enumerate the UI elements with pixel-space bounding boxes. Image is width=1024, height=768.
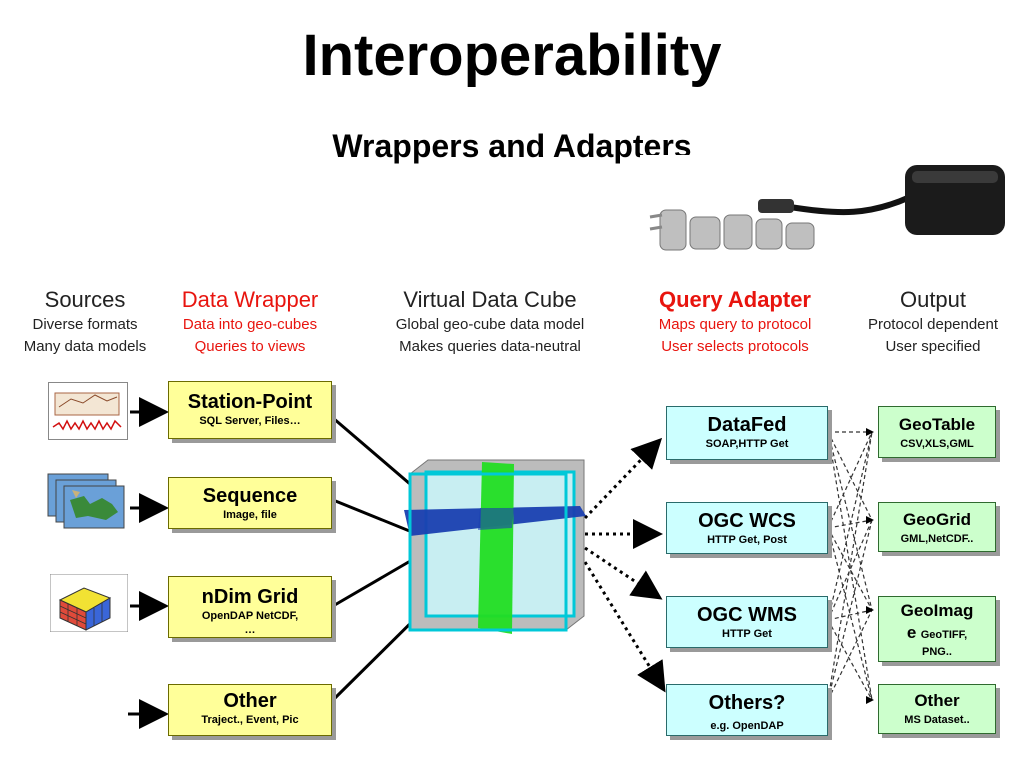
- wrapper-title: Sequence: [202, 485, 298, 507]
- adapter-title: OGC WCS: [698, 510, 796, 532]
- sources-line2: Many data models: [23, 338, 147, 355]
- slide-title: Interoperability: [302, 23, 722, 88]
- adapter-title: OGC WMS: [697, 604, 797, 626]
- adapter-ogc-wms: OGC WMS HTTP Get: [666, 596, 828, 648]
- cube-line2: Makes queries data-neutral: [399, 338, 581, 355]
- output-geoimage: GeoImag e GeoTIFF, PNG..: [878, 596, 996, 662]
- adapter-line2: User selects protocols: [661, 338, 809, 355]
- wrapper-sub: Image, file: [223, 509, 277, 521]
- adapter-others: Others? e.g. OpenDAP: [666, 684, 828, 736]
- wrapper-sequence: Sequence Image, file: [168, 477, 332, 529]
- wrapper-sub: Traject., Event, Pic: [201, 714, 299, 726]
- arrow-adapter-3: [584, 546, 663, 600]
- wrapper-sub: SQL Server, Files…: [199, 415, 301, 427]
- adapter-sub: HTTP Get, Post: [707, 534, 787, 546]
- arrow-adapter-1: [583, 437, 663, 520]
- output-sub: CSV,XLS,GML: [900, 438, 974, 450]
- sources-heading: Sources: [44, 287, 126, 312]
- output-sub: GeoTIFF,: [920, 629, 968, 641]
- output-title: GeoTable: [898, 415, 976, 434]
- output-title: GeoGrid: [902, 510, 971, 529]
- output-title: GeoImag: [900, 601, 974, 620]
- power-adapter-photo: [640, 155, 1020, 265]
- output-title: Other: [914, 691, 960, 710]
- adapter-line1: Maps query to protocol: [658, 316, 812, 333]
- output-sub: MS Dataset..: [904, 714, 970, 726]
- virtual-data-cube-graphic: [404, 459, 586, 634]
- slide-subtitle: Wrappers and Adapters: [332, 128, 692, 164]
- output-line1: Protocol dependent: [867, 316, 999, 333]
- line-chart-map-thumbnail: [48, 382, 128, 440]
- wrapper-sub-2: …: [244, 624, 256, 636]
- output-heading: Output: [899, 287, 967, 312]
- adapter-heading: Query Adapter: [658, 287, 811, 312]
- wrapper-ndim-grid: nDim Grid OpenDAP NetCDF, …: [168, 576, 332, 638]
- wrapper-station-point: Station-Point SQL Server, Files…: [168, 381, 332, 439]
- wrapper-line2: Queries to views: [194, 338, 306, 355]
- sources-line1: Diverse formats: [32, 316, 138, 333]
- line-wrapper-2: [332, 498, 413, 534]
- wrapper-title: Station-Point: [187, 391, 313, 413]
- output-geogrid: GeoGrid GML,NetCDF..: [878, 502, 996, 552]
- output-geotable: GeoTable CSV,XLS,GML: [878, 406, 996, 458]
- wrapper-title: Other: [223, 690, 277, 712]
- line-wrapper-3: [332, 558, 413, 608]
- adapter-sub: HTTP Get: [722, 628, 772, 640]
- cube-heading: Virtual Data Cube: [403, 287, 577, 312]
- wrapper-line1: Data into geo-cubes: [182, 316, 318, 333]
- adapter-datafed: DataFed SOAP,HTTP Get: [666, 406, 828, 460]
- adapter-title: DataFed: [707, 414, 787, 436]
- output-sub: GML,NetCDF..: [900, 533, 974, 545]
- adapter-sub: SOAP,HTTP Get: [705, 438, 789, 450]
- wrapper-title: nDim Grid: [201, 586, 299, 608]
- wrapper-heading: Data Wrapper: [181, 287, 319, 312]
- output-sub-2: PNG..: [922, 646, 952, 658]
- adapter-title: Others?: [708, 692, 786, 714]
- output-other: Other MS Dataset..: [878, 684, 996, 734]
- adapter-ogc-wcs: OGC WCS HTTP Get, Post: [666, 502, 828, 554]
- wrapper-other: Other Traject., Event, Pic: [168, 684, 332, 736]
- output-title-2: e: [906, 623, 917, 642]
- rubik-cube-thumbnail: [50, 574, 128, 632]
- map-sequence-thumbnail: [47, 473, 125, 529]
- output-line2: User specified: [885, 338, 981, 355]
- arrow-adapter-4: [583, 561, 666, 693]
- cube-line1: Global geo-cube data model: [395, 316, 585, 333]
- adapter-sub: e.g. OpenDAP: [710, 720, 784, 732]
- wrapper-sub: OpenDAP NetCDF,: [201, 610, 299, 622]
